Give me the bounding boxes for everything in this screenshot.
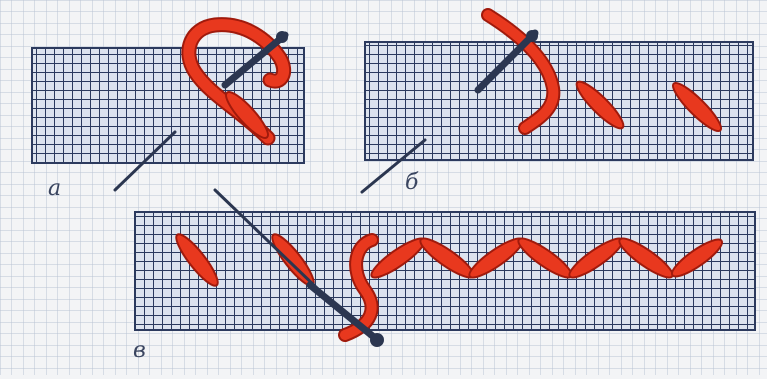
needle-eye-c — [370, 333, 384, 347]
panel-label-b: б — [405, 172, 418, 194]
needle-eye-b — [526, 30, 538, 42]
panel-label-c: в — [133, 340, 146, 362]
panel-c — [135, 190, 755, 347]
panel-label-a: а — [48, 178, 61, 200]
canvas-fabric-a — [32, 48, 304, 163]
needle-eye-a — [276, 31, 288, 43]
